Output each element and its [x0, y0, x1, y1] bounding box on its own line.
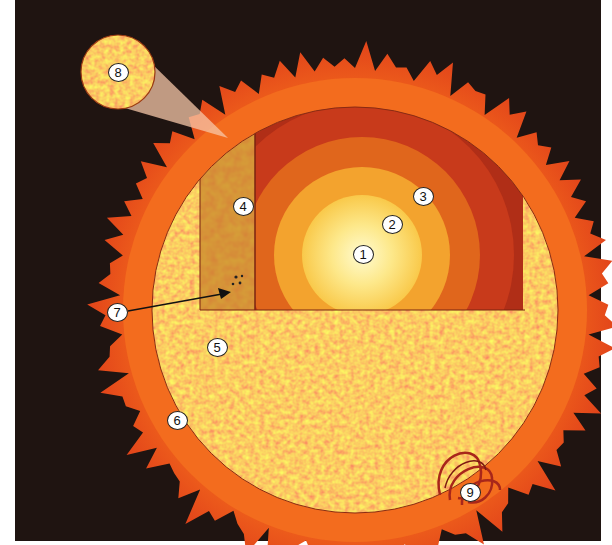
- corona: [87, 41, 612, 545]
- callout-number: 4: [233, 197, 254, 216]
- callout-number: 8: [108, 63, 129, 82]
- callout-number: 7: [107, 303, 128, 322]
- corona-spikes: [87, 41, 612, 545]
- callout-number: 9: [460, 483, 481, 502]
- cutaway-layers: [255, 100, 523, 310]
- convective-face: [200, 126, 255, 310]
- corona-glow: [123, 78, 587, 542]
- callout-number: 3: [413, 187, 434, 206]
- photosphere-outline: [152, 107, 558, 513]
- callout-number: 1: [353, 245, 374, 264]
- callout-number: 5: [207, 338, 228, 357]
- callout-number: 2: [382, 215, 403, 234]
- pointer-arrow: [128, 275, 243, 311]
- granule-inset: [81, 35, 155, 109]
- callout-number: 6: [167, 411, 188, 430]
- prominence: [439, 453, 500, 505]
